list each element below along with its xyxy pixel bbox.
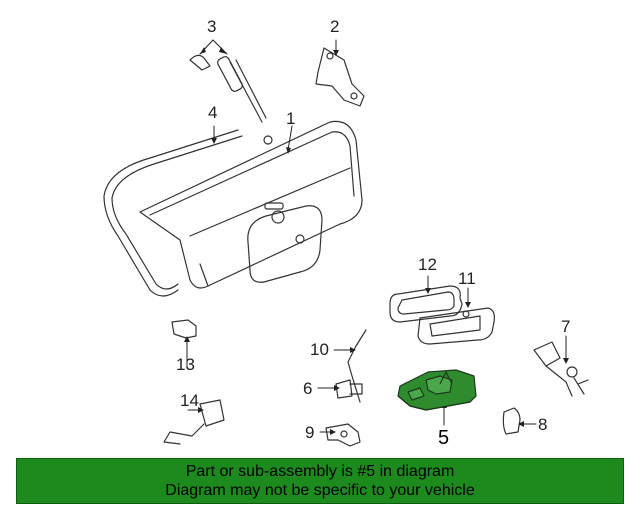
callout-3: 3 — [207, 17, 217, 36]
callout-2: 2 — [330, 17, 340, 36]
clip-part-8 — [502, 407, 521, 435]
weatherstrip-part-4 — [103, 129, 243, 297]
bolt-part-6 — [335, 379, 363, 399]
trunk-lid-part-1 — [139, 120, 363, 289]
callout-11: 11 — [458, 269, 476, 288]
callout-14: 14 — [180, 391, 199, 410]
lock-cylinder-part-7 — [533, 341, 589, 397]
rod-part-10 — [347, 329, 367, 403]
highlighted-part-5 — [397, 369, 477, 411]
bumper-part-13 — [171, 319, 197, 339]
leader-lines — [186, 39, 567, 433]
callout-4: 4 — [208, 103, 218, 122]
callout-7: 7 — [561, 317, 571, 336]
callout-12: 12 — [418, 255, 437, 274]
bezel-part-12 — [389, 285, 463, 323]
hinge-part-2 — [315, 47, 365, 107]
callout-10: 10 — [310, 340, 329, 359]
callout-13: 13 — [176, 355, 195, 374]
callout-8: 8 — [538, 415, 548, 434]
banner-line-2: Diagram may not be specific to your vehi… — [165, 482, 475, 499]
bracket-part-9 — [325, 423, 361, 447]
switch-part-14 — [163, 399, 225, 445]
info-banner: Part or sub-assembly is #5 in diagram Di… — [16, 458, 624, 504]
banner-line-1: Part or sub-assembly is #5 in diagram — [185, 463, 455, 480]
callout-6: 6 — [303, 379, 313, 398]
leader-arrowheads — [184, 47, 569, 435]
callout-5: 5 — [438, 427, 450, 449]
handle-part-11 — [417, 307, 495, 345]
callout-1: 1 — [286, 109, 296, 128]
callout-9: 9 — [305, 423, 315, 442]
lift-strut-part-3 — [189, 54, 273, 145]
